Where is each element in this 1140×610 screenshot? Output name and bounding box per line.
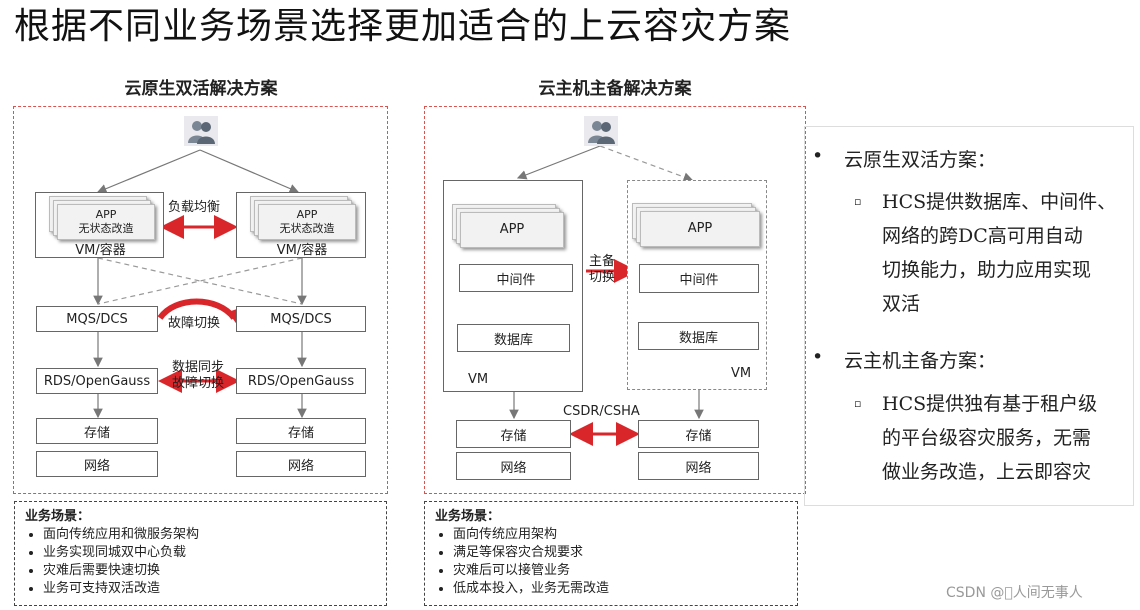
csdr-csha-label: CSDR/CSHA (563, 404, 640, 419)
list-item: 面向传统应用架构 (453, 526, 787, 544)
app-stateless-box: APP 无状态改造 (258, 204, 356, 240)
page-title: 根据不同业务场景选择更加适合的上云容灾方案 (14, 6, 792, 47)
vm-label: VM/容器 (75, 243, 126, 258)
mid-panel (424, 106, 806, 494)
network-box-primary: 网络 (456, 452, 571, 480)
summary-bullet-vm: •云主机主备方案： (812, 346, 997, 372)
failover-label: 故障切换 (168, 316, 221, 331)
app-stateless-box: APP 无状态改造 (57, 204, 155, 240)
app-box-primary: APP (460, 212, 564, 248)
mqs-dcs-box-left: MQS/DCS (36, 306, 158, 332)
list-item: 满足等保容灾合规要求 (453, 544, 787, 562)
scenario-title: 业务场景： (435, 509, 501, 524)
app-stateless-label: 无状态改造 (78, 222, 134, 235)
middleware-box-standby: 中间件 (639, 264, 759, 293)
left-scenarios: 业务场景： 面向传统应用和微服务架构 业务实现同城双中心负载 灾难后需要快速切换… (14, 501, 387, 606)
left-heading: 云原生双活解决方案 (124, 79, 278, 99)
storage-box-right: 存储 (236, 418, 366, 444)
vm-label: VM (731, 366, 752, 381)
summary-sub-vm: ▫HCS提供独有基于租户级 的平台级容灾服务，无需 做业务改造，上云即容灾 (854, 393, 1098, 483)
load-balance-label: 负载均衡 (168, 200, 221, 215)
rds-box-right: RDS/OpenGauss (236, 368, 366, 394)
watermark: CSDN @ 人间无事人 (946, 585, 1083, 601)
app-label: APP (296, 208, 318, 221)
network-box-right: 网络 (236, 451, 366, 477)
vm-container-left: APP 无状态改造 VM/容器 (35, 192, 164, 258)
vm-container-right: APP 无状态改造 VM/容器 (236, 192, 366, 258)
summary-bullet-cloud-native: •云原生双活方案： (812, 145, 997, 171)
list-item: 灾难后需要快速切换 (43, 562, 376, 580)
list-item: 面向传统应用和微服务架构 (43, 526, 376, 544)
left-panel (13, 106, 388, 494)
list-item: 业务实现同城双中心负载 (43, 544, 376, 562)
rds-box-left: RDS/OpenGauss (36, 368, 158, 394)
list-item: 低成本投入，业务无需改造 (453, 580, 787, 598)
middleware-box-primary: 中间件 (459, 264, 573, 292)
summary-panel (804, 126, 1134, 506)
storage-box-left: 存储 (36, 418, 158, 444)
summary-sub-cloud-native: ▫HCS提供数据库、中间件、 网络的跨DC高可用自动 切换能力，助力应用实现 双… (854, 191, 1117, 315)
database-box-primary: 数据库 (457, 324, 570, 352)
app-stateless-label: 无状态改造 (279, 222, 335, 235)
vm-label: VM/容器 (276, 243, 328, 258)
sync-failover-label: 数据同步 故障切换 (172, 360, 225, 391)
database-box-standby: 数据库 (638, 322, 759, 350)
network-box-left: 网络 (36, 451, 158, 477)
list-item: 业务可支持双活改造 (43, 580, 376, 598)
storage-box-standby: 存储 (638, 420, 759, 448)
primary-standby-switch-label: 主备 切换 (589, 254, 616, 285)
scenario-title: 业务场景： (25, 509, 91, 524)
users-icon (184, 116, 218, 146)
app-label: APP (95, 208, 117, 221)
mid-heading: 云主机主备解决方案 (538, 79, 692, 99)
mqs-dcs-box-right: MQS/DCS (236, 306, 366, 332)
list-item: 灾难后可以接管业务 (453, 562, 787, 580)
users-icon (584, 116, 618, 146)
mid-scenarios: 业务场景： 面向传统应用架构 满足等保容灾合规要求 灾难后可以接管业务 低成本投… (424, 501, 798, 606)
app-box-standby: APP (640, 211, 760, 247)
storage-box-primary: 存储 (456, 420, 571, 448)
vm-label: VM (468, 372, 489, 387)
network-box-standby: 网络 (638, 452, 759, 480)
